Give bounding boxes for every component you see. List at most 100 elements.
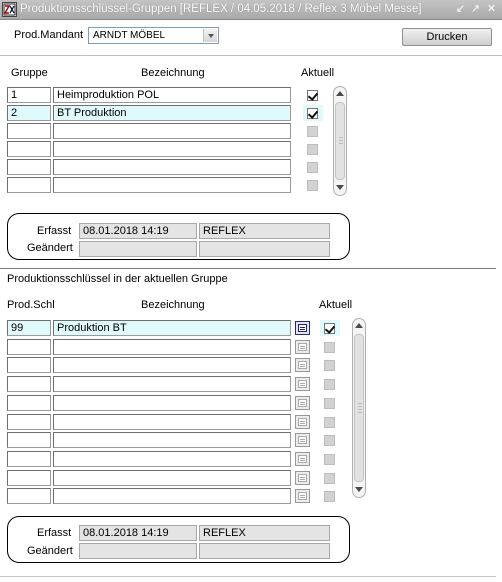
keys-section-title: Produktionsschlüssel in der aktuellen Gr… [7, 273, 228, 285]
geaendert-label: Geändert [27, 242, 73, 254]
aktuell-checkbox[interactable] [324, 360, 335, 372]
col-header-key-aktuell: Aktuell [319, 299, 353, 311]
aktuell-checkbox[interactable] [324, 323, 335, 334]
group-name-field[interactable] [53, 177, 291, 193]
key-name-field[interactable] [53, 469, 291, 486]
key-number-field[interactable] [7, 413, 51, 430]
aktuell-checkbox[interactable] [324, 379, 335, 391]
group-number-field[interactable] [7, 141, 51, 157]
scroll-up-icon[interactable] [335, 88, 345, 100]
col-header-gruppe: Gruppe [11, 67, 48, 79]
key-erfasst-label: Erfasst [37, 527, 72, 539]
scroll-down-icon[interactable] [354, 484, 364, 496]
group-name-field[interactable] [53, 141, 291, 157]
aktuell-checkbox[interactable] [324, 472, 335, 484]
key-number-field[interactable] [7, 432, 51, 449]
chevron-down-icon[interactable] [203, 29, 217, 42]
key-number-field[interactable] [7, 376, 51, 393]
key-erfasst-user: REFLEX [199, 525, 330, 541]
col-header-bezeichnung: Bezeichnung [141, 67, 205, 79]
col-header-key-bezeichnung: Bezeichnung [141, 299, 205, 311]
key-number-field[interactable] [7, 357, 51, 374]
scroll-thumb[interactable] [354, 334, 364, 482]
key-number-field[interactable] [7, 450, 51, 467]
key-geaendert-date [79, 543, 197, 559]
group-number-field[interactable] [7, 177, 51, 193]
col-header-aktuell: Aktuell [301, 67, 335, 79]
group-name-field[interactable] [53, 123, 291, 139]
aktuell-checkbox[interactable] [324, 453, 335, 465]
aktuell-checkbox[interactable] [307, 180, 318, 191]
group-number-field[interactable]: 2 [7, 105, 51, 121]
group-name-field[interactable] [53, 159, 291, 175]
print-button[interactable]: Drucken [402, 28, 492, 46]
key-audit-box [7, 516, 350, 563]
col-header-prodschl: Prod.Schl [7, 299, 55, 311]
calendar-icon[interactable] [295, 339, 310, 354]
group-number-field[interactable] [7, 159, 51, 175]
key-number-field[interactable] [7, 488, 51, 505]
key-name-field[interactable] [53, 488, 291, 505]
erfasst-date: 08.01.2018 14:19 [79, 223, 197, 239]
key-erfasst-date: 08.01.2018 14:19 [79, 525, 197, 541]
group-name-field[interactable]: BT Produktion [53, 105, 291, 121]
divider [0, 55, 502, 56]
key-geaendert-user [199, 543, 330, 559]
geaendert-user [199, 241, 330, 257]
close-icon[interactable]: ✕ [486, 3, 497, 15]
maximize-icon[interactable]: ↗ [470, 3, 481, 15]
aktuell-checkbox[interactable] [324, 397, 335, 409]
erfasst-user: REFLEX [199, 223, 330, 239]
aktuell-checkbox[interactable] [324, 416, 335, 428]
calendar-icon[interactable] [295, 377, 310, 392]
mandant-value: ARNDT MÖBEL [93, 30, 166, 41]
key-name-field[interactable] [53, 376, 291, 393]
aktuell-checkbox[interactable] [307, 90, 318, 101]
calendar-icon[interactable] [295, 414, 310, 429]
key-name-field[interactable] [53, 357, 291, 374]
key-name-field[interactable] [53, 394, 291, 411]
scroll-down-icon[interactable] [335, 182, 345, 194]
key-scrollbar[interactable] [352, 318, 366, 498]
key-number-field[interactable] [7, 469, 51, 486]
section-divider [0, 268, 496, 269]
app-icon[interactable] [2, 2, 17, 17]
aktuell-checkbox[interactable] [324, 341, 335, 353]
group-number-field[interactable] [7, 123, 51, 139]
calendar-icon[interactable] [295, 358, 310, 373]
calendar-icon[interactable] [295, 433, 310, 448]
key-geaendert-label: Geändert [27, 545, 73, 557]
title-bar: Produktionsschlüssel-Gruppen [REFLEX / 0… [0, 0, 502, 20]
scroll-thumb[interactable] [335, 102, 345, 180]
aktuell-checkbox[interactable] [324, 491, 335, 503]
key-name-field[interactable] [53, 413, 291, 430]
key-number-field[interactable] [7, 338, 51, 355]
key-name-field[interactable] [53, 432, 291, 449]
key-number-field[interactable] [7, 394, 51, 411]
group-name-field[interactable]: Heimproduktion POL [53, 87, 291, 103]
key-name-field[interactable] [53, 338, 291, 355]
calendar-icon[interactable] [295, 395, 310, 410]
aktuell-checkbox[interactable] [307, 162, 318, 173]
aktuell-checkbox[interactable] [307, 108, 318, 119]
bottom-divider [0, 576, 496, 577]
geaendert-date [79, 241, 197, 257]
calendar-icon[interactable] [295, 489, 310, 504]
group-audit-box [7, 213, 350, 260]
calendar-icon[interactable] [295, 470, 310, 485]
mandant-select[interactable]: ARNDT MÖBEL [88, 27, 219, 44]
restore-icon[interactable]: ↙ [455, 3, 466, 15]
group-number-field[interactable]: 1 [7, 87, 51, 103]
group-scrollbar[interactable] [333, 86, 347, 196]
aktuell-checkbox[interactable] [307, 126, 318, 137]
key-number-field[interactable]: 99 [7, 320, 51, 336]
key-name-field[interactable]: Produktion BT [53, 320, 291, 336]
calendar-icon[interactable] [295, 451, 310, 466]
calendar-icon[interactable] [295, 321, 310, 335]
mandant-label: Prod.Mandant [14, 29, 84, 41]
erfasst-label: Erfasst [37, 225, 72, 237]
aktuell-checkbox[interactable] [307, 144, 318, 155]
aktuell-checkbox[interactable] [324, 435, 335, 447]
scroll-up-icon[interactable] [354, 320, 364, 332]
key-name-field[interactable] [53, 450, 291, 467]
